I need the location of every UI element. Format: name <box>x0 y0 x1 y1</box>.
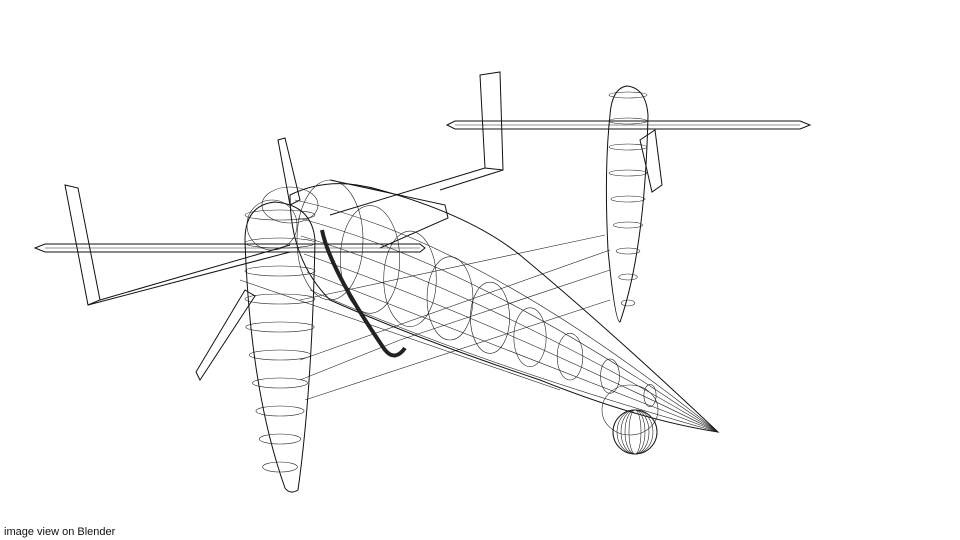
wire-line <box>620 299 635 307</box>
wire-line <box>258 433 302 445</box>
rear-sphere <box>601 384 659 455</box>
wire-line <box>303 253 719 433</box>
image-caption: image view on Blender <box>4 526 116 538</box>
wire-line <box>383 230 437 327</box>
wire-line <box>309 289 719 433</box>
wire-line <box>248 349 312 361</box>
wire-line <box>252 377 308 389</box>
tail-fins <box>64 71 504 306</box>
wire-line <box>306 271 719 433</box>
wire-line <box>613 221 643 229</box>
wire-line <box>556 333 584 381</box>
right-nacelle <box>605 85 663 323</box>
wire-line <box>255 405 305 417</box>
wire-line <box>426 256 474 341</box>
wire-line <box>608 169 648 177</box>
left-nacelle <box>244 186 319 493</box>
wire-line <box>618 273 638 281</box>
wire-line <box>294 199 719 433</box>
wire-line <box>340 205 400 314</box>
wire-line <box>300 235 719 433</box>
wire-line <box>608 143 648 151</box>
wire-line <box>470 281 510 354</box>
wire-line <box>245 321 315 333</box>
wire-line <box>615 247 641 255</box>
right-rotor-blade <box>445 120 812 130</box>
wire-line <box>608 117 648 125</box>
wire-line <box>244 209 316 221</box>
wire-line <box>624 409 646 455</box>
wire-line <box>296 179 364 301</box>
wire-line <box>262 461 298 473</box>
wire-line <box>513 307 547 367</box>
wire-line <box>616 409 654 455</box>
probe-tube <box>320 229 407 358</box>
wire-line <box>297 217 719 433</box>
wire-line <box>244 237 316 249</box>
wire-line <box>610 195 646 203</box>
wire-line <box>608 91 648 99</box>
left-rotor-blades <box>33 137 426 382</box>
wire-line <box>628 409 642 455</box>
wire-line <box>612 409 658 455</box>
wire-line <box>643 384 657 407</box>
fuselage <box>289 179 720 433</box>
wire-line <box>244 293 316 305</box>
wing-struts <box>239 234 611 401</box>
wire-line <box>244 265 316 277</box>
